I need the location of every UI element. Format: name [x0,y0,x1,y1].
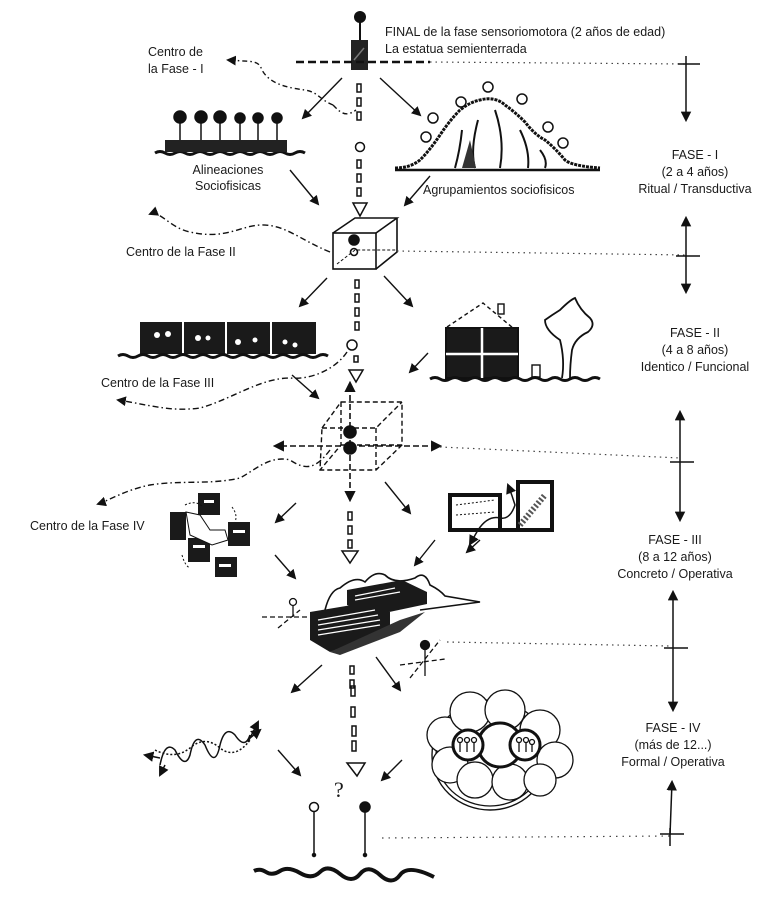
central-path-2 [346,279,365,384]
wave-drawing [142,720,262,777]
phase-4-type: Formal / Operativa [621,755,725,769]
phase-3-label: FASE - III (8 a 12 años) Concreto / Oper… [610,532,740,583]
agrupamientos-drawing [394,81,601,172]
central-path-3 [340,511,360,565]
arrow [465,539,481,554]
centro-fase-3-path [116,351,348,410]
agrupamientos-label: Agrupamientos sociofisicos [423,183,575,197]
phase-2-name: FASE - II [669,326,720,340]
centro-fase-1-link [332,104,357,115]
central-path-4 [345,665,367,778]
cross-plan-drawing [170,493,250,577]
cube-2-dotted-line [396,250,687,256]
arrow [274,554,297,580]
centro-fase-1-path [226,55,334,106]
arrow [277,749,302,777]
bottom-dotted-line [381,835,671,839]
alineaciones-label-line2: Sociofisicas [195,179,261,193]
phase-4-name: FASE - IV [645,721,701,735]
header-title: FINAL de la fase sensoriomotora (2 años … [385,25,666,39]
small-figure-left [262,597,310,629]
phase-2-ages: (4 a 8 años) [661,343,729,357]
fase-2-cube [332,217,400,270]
arrow [298,277,328,308]
arrow [290,664,323,694]
final-figure-open [308,801,320,858]
centro-fase-1-label-line1: Centro de [148,45,203,59]
cube-3-dotted-line [439,446,681,459]
centro-fase-2-path [148,206,331,253]
arrow [291,374,320,400]
phase-4-ages: (más de 12...) [634,738,712,752]
centro-fase-3-label: Centro de la Fase III [101,376,215,390]
central-path-1 [351,83,369,218]
phase-2-type: Identico / Funcional [640,360,750,374]
cloud-cluster-drawing [426,689,574,811]
houses-row-drawing [117,322,329,359]
bottom-ground-line [253,866,435,883]
arrow [408,352,429,374]
phase-1-ages: (2 a 4 años) [661,165,729,179]
phase-1-name: FASE - I [671,148,719,162]
phase-3-type: Concreto / Operativa [617,567,733,581]
arrow [413,539,436,567]
phase-4-label: FASE - IV (más de 12...) Formal / Operat… [608,720,738,771]
arrow [301,77,343,120]
arrow [383,275,414,308]
small-figure-right [399,639,446,679]
arrow [380,759,403,782]
question-mark-icon: ? [334,777,344,802]
phase-1-label: FASE - I (2 a 4 años) Ritual / Transduct… [630,147,760,198]
fase-3-cube [319,401,403,471]
phase-2-label: FASE - II (4 a 8 años) Identico / Funcio… [630,325,760,376]
fase-3-axes [272,380,443,503]
figure-right-dotted-line [446,641,671,647]
centro-fase-1-label-line2: la Fase - I [148,62,204,76]
phase-3-name: FASE - III [648,533,702,547]
final-figure-filled [359,801,371,858]
arrow [379,77,422,117]
phase-3-ages: (8 a 12 años) [638,550,712,564]
centro-fase-4-label: Centro de la Fase IV [30,519,145,533]
house-tree-drawing [429,296,601,382]
arrow [274,502,297,524]
centro-fase-2-label: Centro de la Fase II [126,245,236,259]
floor-plan-drawing [448,480,554,546]
arrow [289,169,320,206]
top-dotted-line [429,61,687,65]
header-subtitle: La estatua semienterrada [385,42,527,56]
alineaciones-label-line1: Alineaciones [192,163,264,177]
phase-1-type: Ritual / Transductiva [638,182,752,196]
arrow [375,656,402,692]
buildings-drawing [310,572,481,655]
arrow [384,481,412,515]
alineaciones-drawing [154,110,306,156]
phase-axis [660,56,700,846]
arrow [403,175,431,207]
